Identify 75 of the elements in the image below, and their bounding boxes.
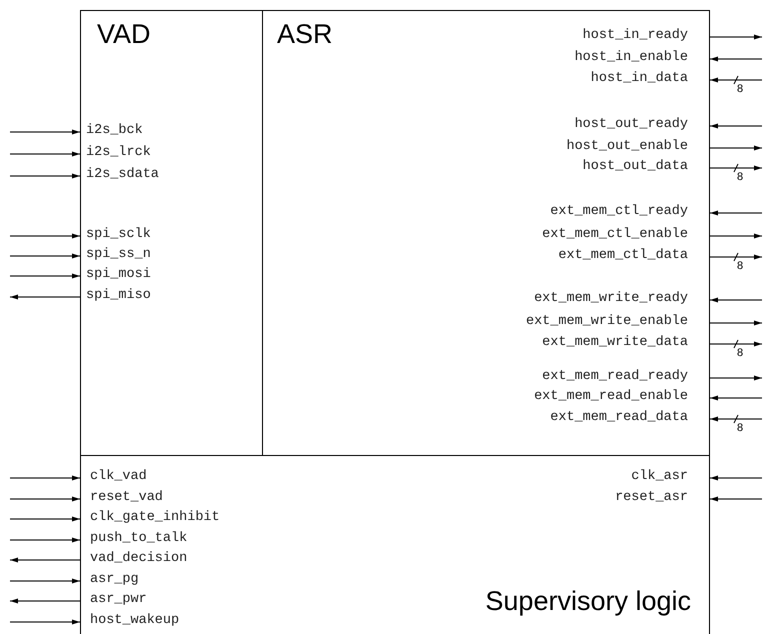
module-title: Supervisory logic (485, 586, 691, 616)
signal-name: push_to_talk (90, 531, 188, 547)
signal-arrow (710, 34, 762, 40)
signal-arrow (10, 130, 80, 134)
signal-arrow (710, 166, 762, 170)
signal-name: host_in_enable (574, 50, 688, 66)
signal-arrow (10, 152, 80, 156)
signal-name: ext_mem_read_enable (534, 389, 688, 405)
signal-arrow (10, 620, 80, 624)
signal-arrow (10, 254, 80, 258)
module-title: ASR (277, 19, 333, 49)
signal-name: i2s_bck (86, 123, 143, 139)
signal-name: clk_vad (90, 469, 147, 485)
signal-name: reset_asr (615, 490, 688, 506)
signal-arrow (710, 234, 762, 238)
signal-arrow (10, 234, 80, 238)
signal-name: clk_asr (631, 469, 688, 485)
signal-name: i2s_lrck (86, 145, 151, 161)
module-block (262, 10, 710, 456)
signal-name: asr_pg (90, 572, 139, 588)
bus-width-label: 8 (737, 83, 744, 95)
signal-arrow (10, 174, 80, 178)
signal-name: ext_mem_ctl_enable (542, 227, 688, 243)
signal-name: spi_sclk (86, 227, 151, 243)
signal-name: host_out_ready (574, 117, 688, 133)
signal-name: ext_mem_write_data (542, 335, 688, 351)
bus-width-label: 8 (737, 422, 744, 434)
signal-arrow (10, 476, 80, 480)
signal-name: clk_gate_inhibit (90, 510, 220, 526)
signal-arrow (710, 496, 762, 502)
signal-arrow (10, 516, 80, 522)
signal-arrow (710, 476, 762, 480)
signal-arrow (710, 320, 762, 326)
signal-name: ext_mem_write_ready (534, 291, 688, 307)
signal-arrow (10, 294, 80, 300)
signal-name: ext_mem_write_enable (526, 314, 688, 330)
signal-name: vad_decision (90, 551, 188, 567)
module-block (80, 455, 710, 634)
signal-arrow (710, 342, 762, 346)
signal-arrow (710, 78, 762, 82)
module-block (80, 10, 263, 456)
module-title: VAD (97, 19, 151, 49)
signal-arrow (10, 598, 80, 604)
signal-name: spi_miso (86, 288, 151, 304)
signal-name: reset_vad (90, 490, 163, 506)
signal-name: asr_pwr (90, 592, 147, 608)
signal-arrow (710, 56, 762, 62)
signal-arrow (710, 124, 762, 128)
signal-arrow (10, 538, 80, 542)
signal-name: ext_mem_read_data (550, 410, 688, 426)
signal-arrow (710, 376, 762, 380)
signal-arrow (710, 416, 762, 422)
signal-name: spi_ss_n (86, 247, 151, 263)
signal-name: ext_mem_read_ready (542, 369, 688, 385)
signal-arrow (710, 396, 762, 400)
signal-arrow (710, 210, 762, 216)
signal-name: ext_mem_ctl_data (558, 248, 688, 264)
signal-arrow (10, 578, 80, 584)
bus-width-label: 8 (737, 347, 744, 359)
signal-name: host_in_data (590, 71, 688, 87)
bus-width-label: 8 (737, 171, 744, 183)
signal-arrow (710, 254, 762, 260)
signal-name: host_out_enable (566, 139, 688, 155)
signal-arrow (10, 558, 80, 562)
signal-name: host_out_data (582, 159, 688, 175)
signal-name: host_in_ready (582, 28, 688, 44)
signal-name: host_wakeup (90, 613, 180, 629)
signal-arrow (10, 274, 80, 278)
signal-name: spi_mosi (86, 267, 151, 283)
signal-arrow (10, 496, 80, 502)
signal-name: ext_mem_ctl_ready (550, 204, 688, 220)
bus-width-label: 8 (737, 260, 744, 272)
signal-arrow (710, 146, 762, 150)
signal-name: i2s_sdata (86, 167, 159, 183)
signal-arrow (710, 298, 762, 302)
